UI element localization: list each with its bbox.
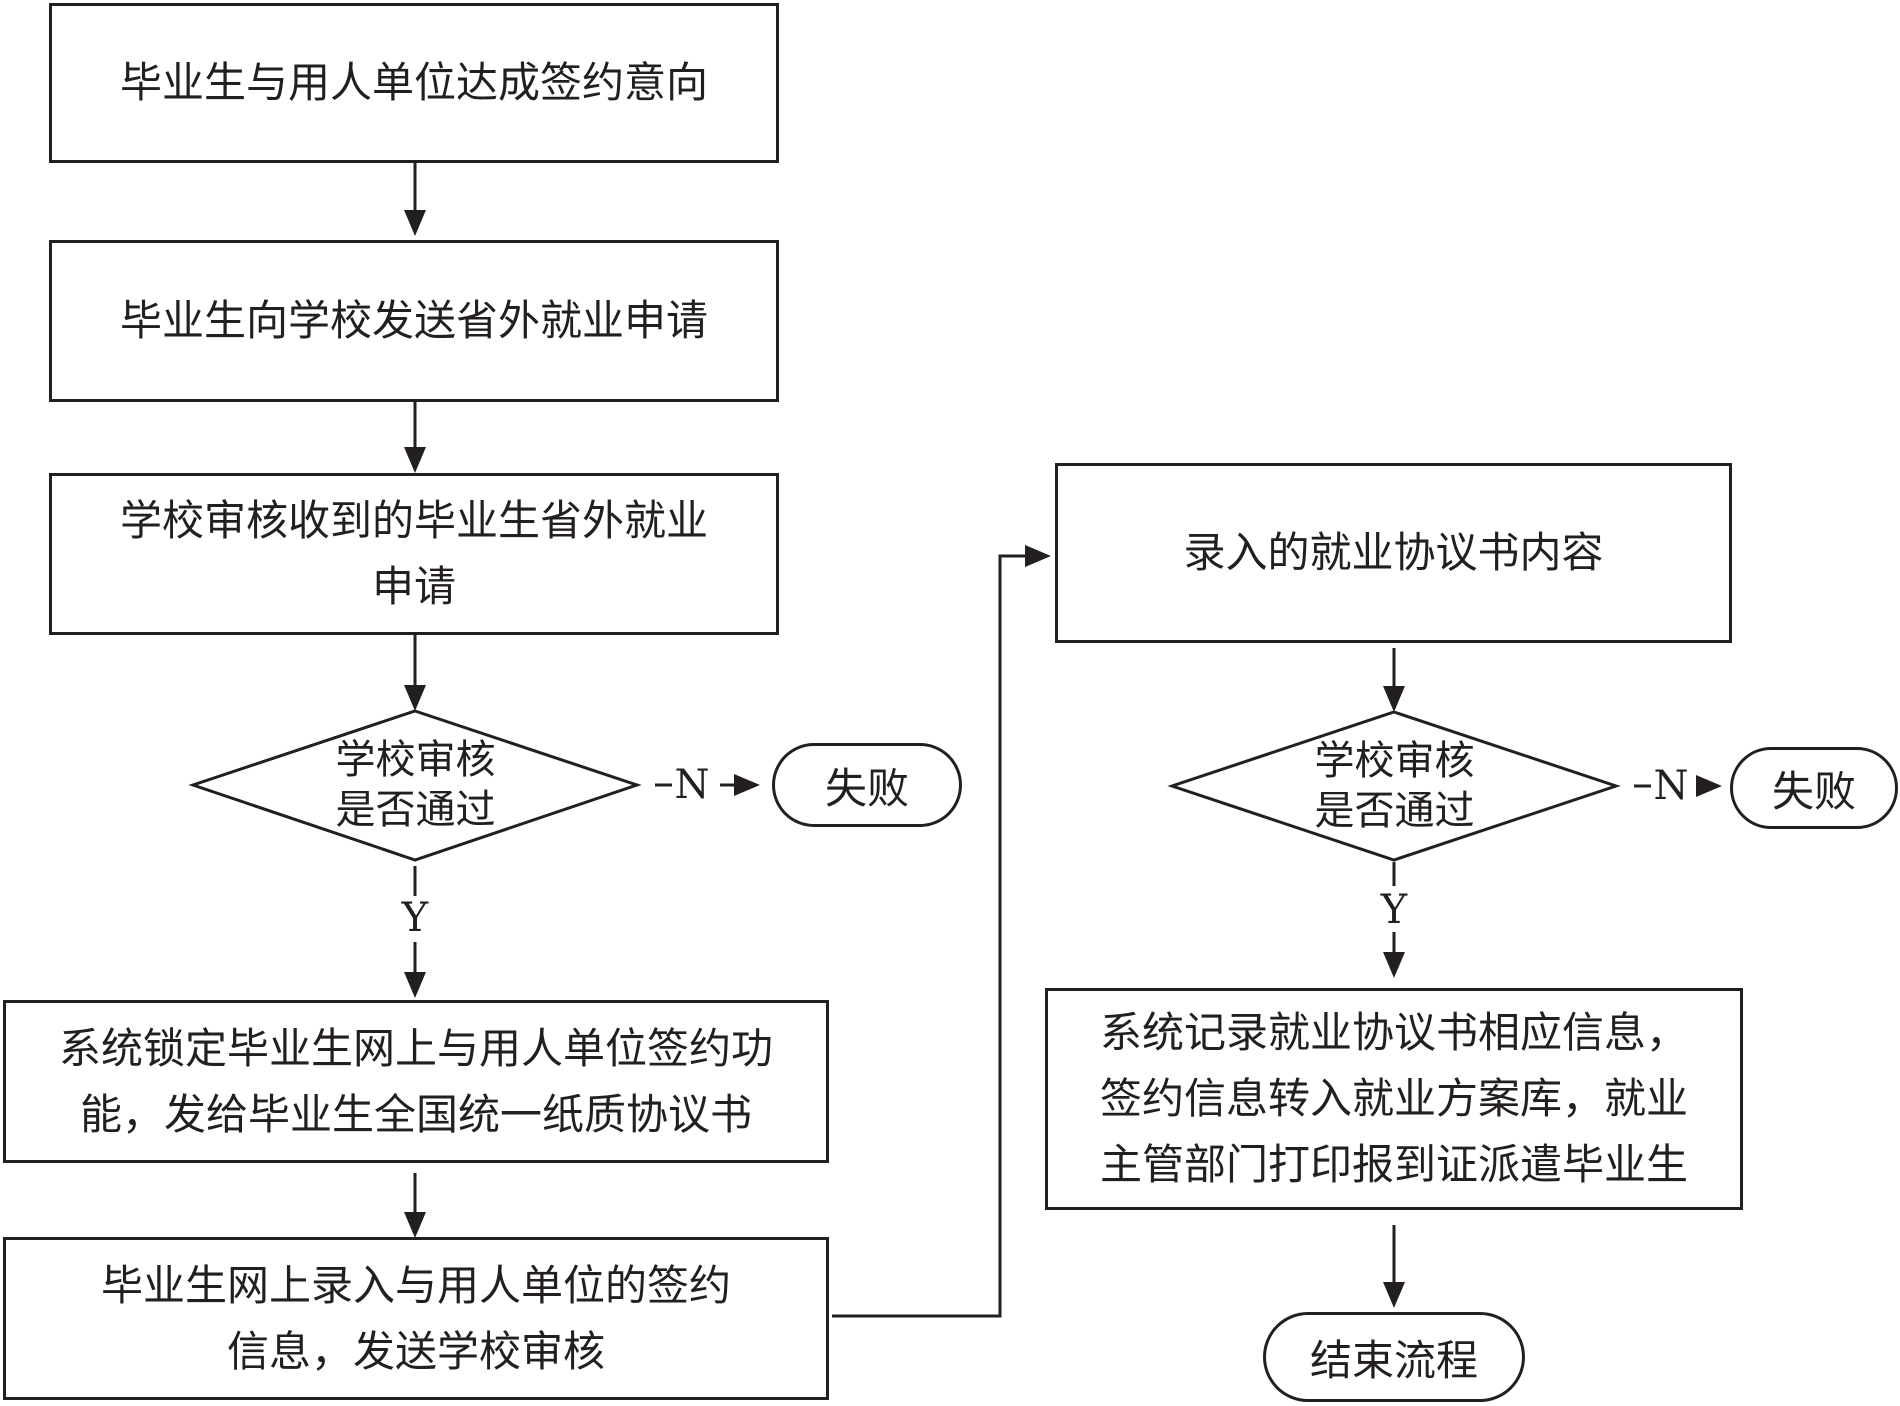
arrowhead <box>1383 952 1405 978</box>
terminal-label: 失败 <box>824 763 909 813</box>
arrowhead <box>404 972 426 998</box>
terminal-label: 结束流程 <box>1309 1335 1478 1385</box>
decision-text-line1: 学校审核 <box>1314 738 1475 784</box>
connector-step5-to-right <box>832 554 1040 1318</box>
step-label-line2: 能，发给毕业生全国统一纸质协议书 <box>79 1089 752 1139</box>
step-label: 毕业生与用人单位达成签约意向 <box>119 58 708 107</box>
decision-text-line2: 是否通过 <box>1314 788 1475 834</box>
arrowhead <box>404 685 426 711</box>
step-label-line2: 签约信息转入就业方案库，就业 <box>1099 1074 1688 1123</box>
no-label-right: N <box>1651 764 1691 808</box>
decision-label-left: 学校审核 是否通过 <box>293 735 538 835</box>
decision-text-line1: 学校审核 <box>335 737 496 783</box>
step-label-line3: 主管部门打印报到证派遣毕业生 <box>1099 1140 1688 1189</box>
step-label-line1: 学校审核收到的毕业生省外就业 <box>119 496 708 545</box>
step-label-line1: 系统锁定毕业生网上与用人单位签约功 <box>58 1023 773 1073</box>
arrowhead <box>404 1212 426 1238</box>
step-label-line1: 毕业生网上录入与用人单位的签约 <box>100 1260 731 1310</box>
step-label: 毕业生向学校发送省外就业申请 <box>119 296 708 345</box>
fail-terminal-left: 失败 <box>772 743 962 827</box>
decision-diamond-right <box>1167 710 1621 862</box>
step-box-lock-signing: 系统锁定毕业生网上与用人单位签约功 能，发给毕业生全国统一纸质协议书 <box>3 1000 829 1163</box>
arrowhead <box>1696 775 1722 797</box>
step-box-enter-info: 毕业生网上录入与用人单位的签约 信息，发送学校审核 <box>3 1237 829 1400</box>
step-box-agreement-content: 录入的就业协议书内容 <box>1055 463 1732 643</box>
step-box-record-info: 系统记录就业协议书相应信息， 签约信息转入就业方案库，就业 主管部门打印报到证派… <box>1045 988 1743 1210</box>
step-label: 录入的就业协议书内容 <box>1183 528 1604 577</box>
decision-diamond-left <box>188 709 642 862</box>
arrowhead <box>404 447 426 473</box>
step-box-school-review: 学校审核收到的毕业生省外就业 申请 <box>49 473 779 635</box>
yes-label-left: Y <box>392 896 438 940</box>
step-label-line1: 系统记录就业协议书相应信息， <box>1099 1008 1688 1057</box>
arrowhead <box>1025 545 1051 567</box>
fail-terminal-right: 失败 <box>1730 747 1898 829</box>
step-label-line2: 申请 <box>371 562 456 611</box>
terminal-label: 失败 <box>1771 766 1856 816</box>
arrowhead <box>1383 686 1405 712</box>
arrowhead <box>734 774 760 796</box>
step-box-agreement: 毕业生与用人单位达成签约意向 <box>49 3 779 163</box>
no-label-left: N <box>672 763 712 807</box>
decision-label-right: 学校审核 是否通过 <box>1272 736 1517 836</box>
end-terminal: 结束流程 <box>1263 1312 1525 1402</box>
step-box-send-application: 毕业生向学校发送省外就业申请 <box>49 240 779 402</box>
arrowhead <box>1383 1282 1405 1308</box>
arrowhead <box>404 210 426 236</box>
decision-text-line2: 是否通过 <box>335 787 496 833</box>
step-label-line2: 信息，发送学校审核 <box>226 1326 605 1376</box>
yes-label-right: Y <box>1371 888 1417 932</box>
